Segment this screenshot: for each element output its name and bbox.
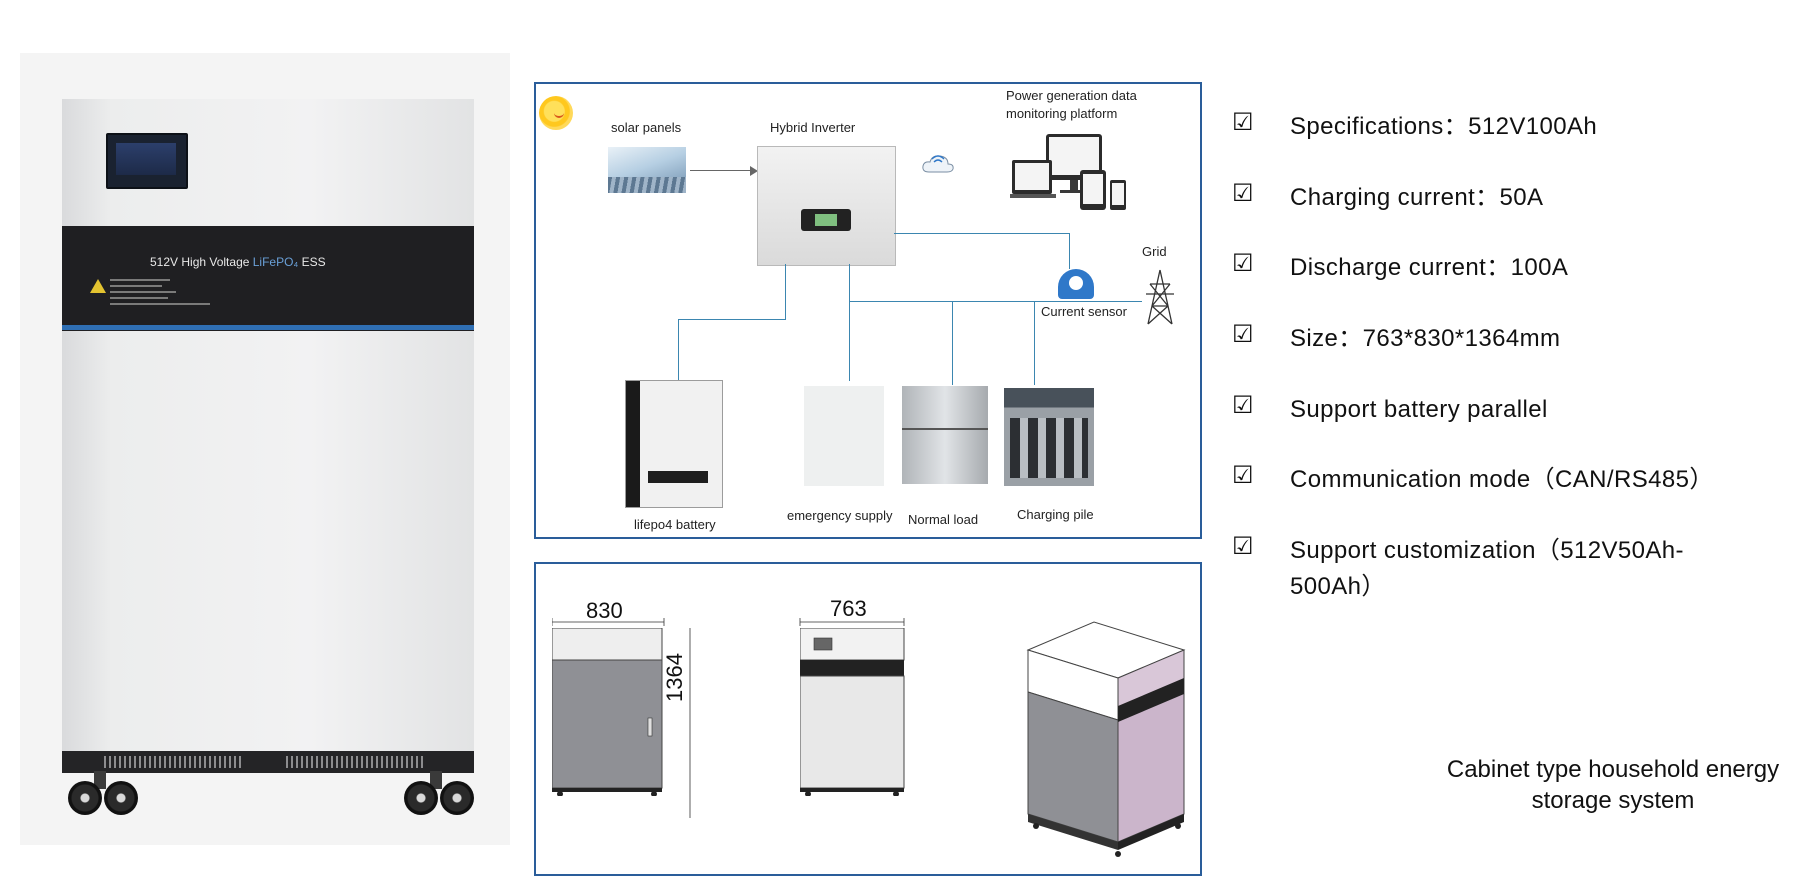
checkbox-icon: ☑ xyxy=(1232,391,1254,419)
spec-item: ☑ Charging current：50A xyxy=(1232,180,1543,216)
product-photo: 512V High Voltage LiFePO₄ ESS xyxy=(20,53,510,845)
connector-line xyxy=(785,264,786,319)
warning-icon xyxy=(90,279,106,293)
lifepo4-battery-image xyxy=(625,380,723,508)
monitoring-devices-image xyxy=(1010,134,1126,210)
current-sensor-image xyxy=(1058,269,1094,299)
hybrid-inverter-image xyxy=(757,146,896,266)
power-tower-icon xyxy=(1146,269,1174,325)
vent-slats xyxy=(286,756,426,768)
dimension-height-label: 1364 xyxy=(662,653,687,702)
connector-line xyxy=(849,301,850,381)
label-solar-panels: solar panels xyxy=(611,120,682,135)
label-fine-print xyxy=(110,279,170,281)
caption: Cabinet type household energy storage sy… xyxy=(1418,754,1800,816)
spec-item: ☑ Size：763*830*1364mm xyxy=(1232,321,1560,357)
spec-text: Support battery parallel xyxy=(1290,396,1548,423)
checkbox-icon: ☑ xyxy=(1232,320,1254,348)
caster-wheel-icon xyxy=(68,781,102,815)
cabinet-touch-screen xyxy=(106,133,188,189)
label-current-sensor: Current sensor xyxy=(1041,304,1127,319)
spec-text: Size：763*830*1364mm xyxy=(1290,325,1561,352)
label-monitoring-line2: monitoring platform xyxy=(1006,106,1118,121)
label-monitoring-line1: Power generation data xyxy=(1006,88,1137,103)
arrow-head-icon xyxy=(750,166,758,176)
label-battery: lifepo4 battery xyxy=(634,517,716,532)
label-normal-load: Normal load xyxy=(908,512,979,527)
caster-bracket xyxy=(94,771,106,789)
spec-item: ☑ Support customization（512V50Ah-500Ah） xyxy=(1232,533,1772,605)
caster-bracket xyxy=(430,771,442,789)
vent-slats xyxy=(104,756,244,768)
charging-pile-image xyxy=(1004,388,1094,486)
cabinet-label-band xyxy=(62,226,474,331)
checkbox-icon: ☑ xyxy=(1232,249,1254,277)
label-fine-print xyxy=(110,291,176,293)
dimension-width-label: 763 xyxy=(830,596,867,621)
caption-line2: storage system xyxy=(1531,787,1695,814)
cabinet-side-view xyxy=(552,628,663,796)
connector-line xyxy=(1069,233,1070,269)
spec-item: ☑ Support battery parallel xyxy=(1232,392,1548,428)
spec-text: Charging current：50A xyxy=(1290,184,1544,211)
cloud-wifi-icon xyxy=(922,155,954,173)
caster-wheel-icon xyxy=(440,781,474,815)
solar-panels-image xyxy=(608,147,686,193)
caster-wheel-icon xyxy=(104,781,138,815)
sun-icon xyxy=(539,96,573,130)
connector-line xyxy=(849,301,1142,302)
connector-line xyxy=(894,233,1070,234)
connector-line xyxy=(678,319,679,380)
checkbox-icon: ☑ xyxy=(1232,461,1254,489)
spec-text: Communication mode（CAN/RS485） xyxy=(1290,466,1714,493)
solar-to-inverter-arrow xyxy=(690,170,754,171)
label-hybrid-inverter: Hybrid Inverter xyxy=(770,120,856,135)
label-emergency-supply: emergency supply xyxy=(787,508,893,523)
dimension-lines xyxy=(799,618,905,626)
cabinet-isometric-view xyxy=(1026,621,1186,857)
spec-item: ☑ Specifications：512V100Ah xyxy=(1232,109,1597,145)
normal-load-image xyxy=(902,386,988,484)
spec-text: Specifications：512V100Ah xyxy=(1290,113,1598,140)
label-fine-print xyxy=(110,285,162,287)
connector-line xyxy=(952,301,953,385)
cabinet-blue-stripe xyxy=(62,325,474,330)
label-charging-pile: Charging pile xyxy=(1017,507,1094,522)
cabinet-label-title: 512V High Voltage LiFePO₄ ESS xyxy=(150,255,326,269)
label-fine-print xyxy=(110,297,168,299)
connector-line xyxy=(678,319,786,320)
checkbox-icon: ☑ xyxy=(1232,532,1254,560)
checkbox-icon: ☑ xyxy=(1232,179,1254,207)
caster-wheel-icon xyxy=(404,781,438,815)
label-grid: Grid xyxy=(1142,244,1167,259)
spec-item: ☑ Discharge current：100A xyxy=(1232,250,1568,286)
cabinet-front-view xyxy=(800,628,905,796)
cabinet-body xyxy=(62,99,474,759)
emergency-supply-image xyxy=(804,386,884,486)
connector-line xyxy=(1034,301,1035,385)
spec-text: Support customization（512V50Ah-500Ah） xyxy=(1290,537,1684,600)
spec-text: Discharge current：100A xyxy=(1290,254,1569,281)
connector-line xyxy=(849,264,850,301)
label-fine-print xyxy=(110,303,210,305)
dimension-depth-label: 830 xyxy=(586,598,623,623)
spec-item: ☑ Communication mode（CAN/RS485） xyxy=(1232,462,1714,498)
caption-line1: Cabinet type household energy xyxy=(1446,756,1780,783)
dimension-lines xyxy=(552,618,691,818)
checkbox-icon: ☑ xyxy=(1232,108,1254,136)
